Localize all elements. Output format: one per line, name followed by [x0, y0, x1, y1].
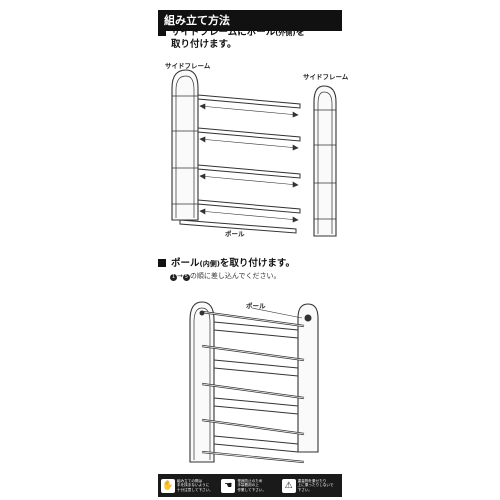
- step2-heading-main: ポール: [171, 258, 200, 269]
- step1-heading-line2: 取り付けます。: [171, 39, 237, 50]
- step-number-1-icon: 1: [170, 274, 177, 281]
- footer-text: 組み立ての際は 手を挟まないように 十分注意して下さい。: [177, 478, 213, 492]
- right-frame-label: サイドフレーム: [303, 73, 349, 81]
- footer-warnings: ✋ 組み立ての際は 手を挟まないように 十分注意して下さい。 ☚ 怪我防止のため…: [158, 474, 342, 497]
- step2-heading: ポール(内側)を取り付けます。: [158, 258, 295, 270]
- step1-heading: サイドフレームにポール(外側)を 取り付けます。: [158, 27, 305, 51]
- footer-text: 重量物を乗せたり 上に乗ったりしないで 下さい。: [297, 478, 334, 492]
- section-title: 組み立て方法: [158, 10, 342, 31]
- glove-icon: ☚: [221, 478, 236, 493]
- step2-heading-small: (内側): [199, 260, 220, 268]
- warning-icon: ⚠: [281, 478, 296, 493]
- note-arrow: →: [177, 272, 183, 280]
- footer-item-hands: ✋ 組み立ての際は 手を挟まないように 十分注意して下さい。: [161, 477, 218, 495]
- footer-item-glove: ☚ 怪我防止のため 手袋着用の上 作業して下さい。: [221, 477, 278, 495]
- step1-heading-small: (外側): [275, 29, 296, 37]
- step1-heading-tail: を: [295, 27, 306, 38]
- step2-heading-tail: を取り付けます。: [219, 258, 295, 269]
- footer-text: 怪我防止のため 手袋着用の上 作業して下さい。: [237, 478, 266, 492]
- left-frame-label: サイドフレーム: [165, 62, 211, 70]
- pole-label-step2: ポール: [246, 302, 266, 310]
- note-text: の順に差し込んでください。: [189, 272, 281, 280]
- bullet-square-icon: [158, 28, 166, 36]
- pole-label-step1: ポール: [225, 230, 245, 238]
- step1-heading-main: サイドフレームにポール: [171, 27, 276, 38]
- bullet-square-icon: [158, 259, 166, 267]
- hands-icon: ✋: [161, 478, 175, 493]
- footer-item-warning: ⚠ 重量物を乗せたり 上に乗ったりしないで 下さい。: [281, 477, 339, 495]
- step-number-5-icon: 5: [182, 274, 190, 281]
